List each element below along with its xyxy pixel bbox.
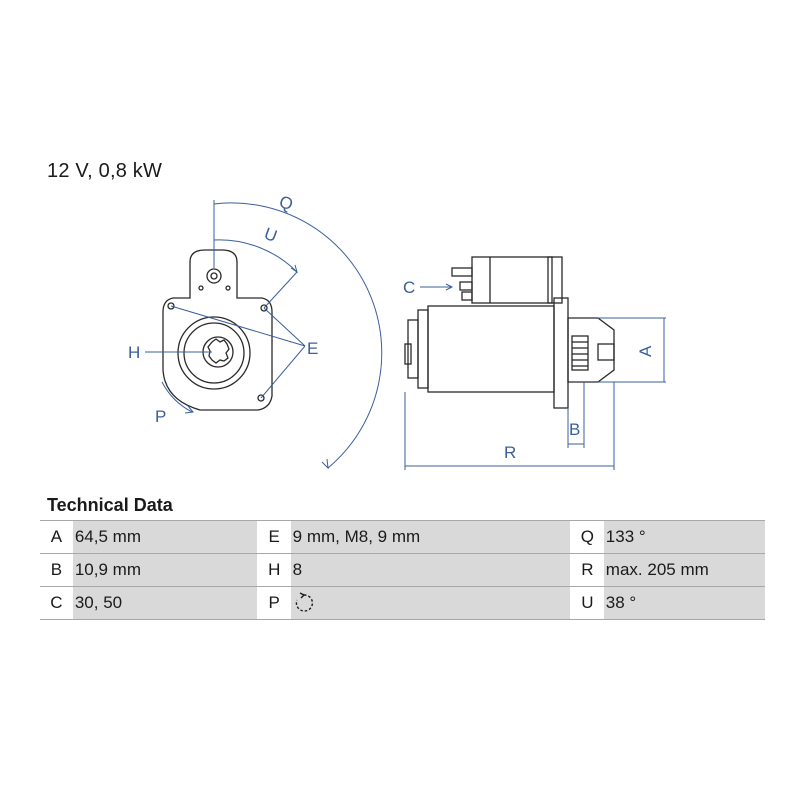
param-value: 64,5 mm <box>72 520 258 554</box>
param-key: R <box>569 553 604 587</box>
label-p: P <box>155 407 166 426</box>
param-key: C <box>40 586 73 620</box>
spec-headline: 12 V, 0,8 kW <box>47 160 163 182</box>
front-pinion-teeth <box>207 338 230 364</box>
label-h: H <box>128 343 140 362</box>
param-key: U <box>569 586 604 620</box>
table-row: B 10,9 mm H 8 R max. 205 mm <box>40 553 765 587</box>
param-value: 10,9 mm <box>72 553 258 587</box>
front-top-ear-hole <box>206 268 222 284</box>
side-terminal-2 <box>459 281 473 291</box>
param-key: E <box>256 520 291 554</box>
front-bolt-hole-3 <box>257 394 265 402</box>
dim-arc-p <box>161 381 193 413</box>
side-mounting-flange <box>553 297 569 409</box>
param-key: P <box>256 586 291 620</box>
front-housing-ring <box>177 316 251 390</box>
side-motor-body <box>427 305 555 393</box>
param-key: H <box>256 553 291 587</box>
param-value: max. 205 mm <box>603 553 765 587</box>
param-value: 38 ° <box>603 586 765 620</box>
front-bolt-hole-1 <box>167 302 175 310</box>
dim-arc-u <box>213 239 298 273</box>
side-drive-end <box>567 317 615 383</box>
param-key: A <box>40 520 73 554</box>
side-solenoid <box>471 256 553 304</box>
label-q: Q <box>277 192 296 214</box>
label-r: R <box>504 443 516 462</box>
param-key: B <box>40 553 73 587</box>
table-row: A 64,5 mm E 9 mm, M8, 9 mm Q 133 ° <box>40 520 765 554</box>
side-terminal-1 <box>451 267 473 277</box>
label-c: C <box>403 278 415 297</box>
param-value-rotation <box>290 586 571 620</box>
label-b: B <box>569 420 580 439</box>
technical-data-table: A 64,5 mm E 9 mm, M8, 9 mm Q 133 ° B 10,… <box>40 520 765 620</box>
side-pinion <box>571 335 589 371</box>
param-value: 133 ° <box>603 520 765 554</box>
param-value: 8 <box>290 553 571 587</box>
table-row: C 30, 50 P U 38 ° <box>40 586 765 620</box>
clockwise-rotation-icon <box>295 592 313 612</box>
technical-data-title: Technical Data <box>47 495 173 515</box>
starter-motor-drawing: Q U E H P C A B R <box>128 192 666 470</box>
param-value: 9 mm, M8, 9 mm <box>290 520 571 554</box>
param-value: 30, 50 <box>72 586 258 620</box>
param-key: Q <box>569 520 604 554</box>
label-e: E <box>307 339 318 358</box>
label-u: U <box>262 224 280 246</box>
dim-arc-q <box>213 202 383 469</box>
label-a: A <box>636 345 655 357</box>
front-flange-outline <box>162 249 273 411</box>
front-bolt-hole-2 <box>260 304 268 312</box>
